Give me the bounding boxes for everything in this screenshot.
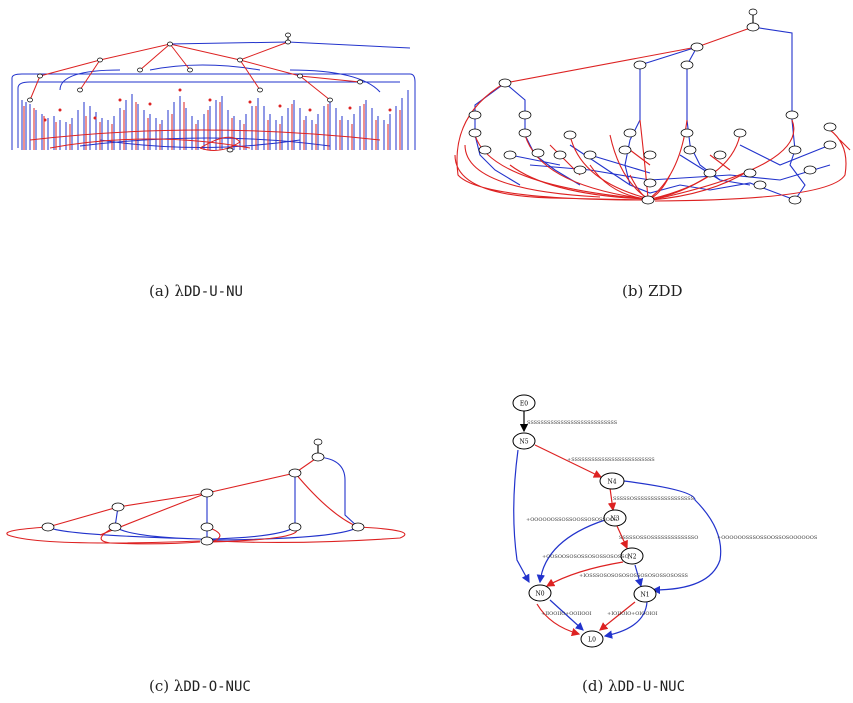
graph-a-diagram — [11, 32, 416, 153]
edge-label-n0-l0-a: +IIOOIIO — [541, 611, 565, 617]
edge-label-n0-l0-b: +OOIIOOI — [565, 611, 592, 617]
edge-label-e0-n5: SSSSSSSSSSSSSSSSSSSSSSSSSSS — [527, 420, 618, 426]
edge-n5-n4 — [534, 444, 603, 478]
node-n5-label: N5 — [519, 439, 528, 446]
node-l0 — [580, 630, 604, 648]
node-n0-label: N0 — [535, 591, 544, 598]
node-n5 — [512, 432, 536, 450]
edge-n1-l0-red — [599, 601, 636, 631]
edge-n2-n1 — [634, 564, 644, 588]
graph-b-diagram — [454, 8, 851, 205]
edge-label-n4-n1: +OOOOOOSSSOSSOOSSOSOOOOOOS — [717, 535, 818, 541]
caption-d: (d) λDD-U-NUC — [582, 677, 686, 695]
edge-label-n5-n3: +OOOOOOSSOSSOOSSOSOSSOOS — [526, 517, 618, 523]
node-n2 — [620, 547, 644, 565]
graph-d-diagram: E0 N5 N4 N3 N2 N1 N0 L0 SSSSSSSSSSSSSSSS… — [512, 394, 818, 648]
node-n1 — [633, 585, 657, 603]
edge-label-n1-l0-a: +IOIIOIO — [607, 611, 631, 617]
node-n2-label: N2 — [627, 554, 636, 561]
edge-label-n3-n0: +OOSOOSOSOSSOSOSSOSOSSO — [542, 554, 629, 560]
node-n4 — [599, 472, 625, 490]
node-n0 — [528, 584, 552, 602]
edge-n4-n1 — [623, 480, 722, 595]
node-n4-label: N4 — [607, 479, 616, 486]
edge-label-n5-n4: +SSSSSSSSSSSSSSSSSSSSSSSSS — [567, 457, 655, 463]
graph-c-diagram — [6, 438, 406, 546]
edge-n0-l0-blue — [549, 599, 584, 631]
edge-n0-l0-red — [536, 603, 581, 637]
edge-label-n4-n3: SSSSSOSSSSSSSSSSSSSSSSSS — [613, 496, 695, 502]
edge-n3-n0 — [536, 519, 606, 584]
edge-label-n1-l0-b: +OIOOIOI — [631, 611, 658, 617]
node-n3-label: N3 — [610, 516, 619, 523]
edge-n3-n2 — [616, 525, 628, 550]
node-e0 — [512, 394, 536, 412]
caption-c: (c) λDD-O-NUC — [149, 677, 251, 695]
edge-n1-l0-blue — [603, 601, 648, 639]
edge-n2-n0 — [545, 561, 624, 587]
node-e0-label: E0 — [520, 401, 528, 408]
edge-n5-n0 — [513, 449, 530, 584]
node-l0-label: L0 — [588, 637, 596, 644]
caption-a: (a) λDD-U-NU — [149, 282, 243, 300]
edge-n4-n3 — [607, 487, 617, 512]
edge-label-n2-n0: +IOSSSOSOSOSOSOSSOSOSOSSOSOSSS — [579, 573, 689, 579]
caption-b: (b) ZDD — [622, 282, 683, 300]
node-n1-label: N1 — [640, 592, 649, 599]
node-n3 — [603, 509, 627, 527]
edge-label-n3-n2: SSSSSOSSOSSSSSSSSSSSSSO — [619, 535, 698, 541]
